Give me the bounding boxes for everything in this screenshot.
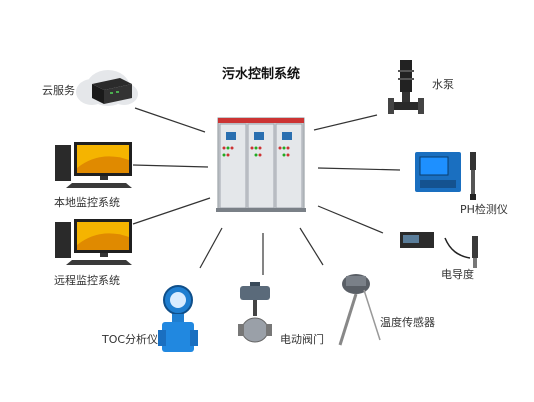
desktop-computer-icon <box>55 219 132 265</box>
water-pump-icon <box>388 60 424 114</box>
line-cond <box>317 205 384 234</box>
node-label-remote-monitoring: 远程监控系统 <box>54 274 120 287</box>
node-label-local-monitoring: 本地监控系统 <box>54 196 120 209</box>
line-local <box>132 164 209 168</box>
line-pump <box>313 114 378 131</box>
line-cloud <box>134 107 206 133</box>
line-remote <box>132 197 211 225</box>
node-label-toc-analyzer: TOC分析仪 <box>102 333 159 346</box>
node-label-ph-meter: PH检测仪 <box>460 203 508 216</box>
node-label-water-pump: 水泵 <box>432 78 454 91</box>
node-label-temperature-sensor: 温度传感器 <box>380 316 435 329</box>
line-temp <box>299 227 324 266</box>
electric-valve-icon <box>238 282 272 343</box>
flowmeter-icon <box>158 285 198 352</box>
line-toc <box>199 227 223 269</box>
conductivity-meter-icon <box>400 232 478 268</box>
node-label-conductivity: 电导度 <box>441 268 474 281</box>
cloud-server-icon <box>76 70 138 106</box>
control-cabinet-icon <box>216 117 306 212</box>
desktop-computer-icon <box>55 142 132 188</box>
node-label-cloud: 云服务 <box>42 84 75 97</box>
connection-lines <box>132 107 401 275</box>
temperature-probe-icon <box>338 274 381 346</box>
line-ph <box>317 167 401 171</box>
node-label-electric-valve: 电动阀门 <box>280 333 324 346</box>
ph-meter-icon <box>415 152 476 200</box>
page-title: 污水控制系统 <box>222 67 301 82</box>
